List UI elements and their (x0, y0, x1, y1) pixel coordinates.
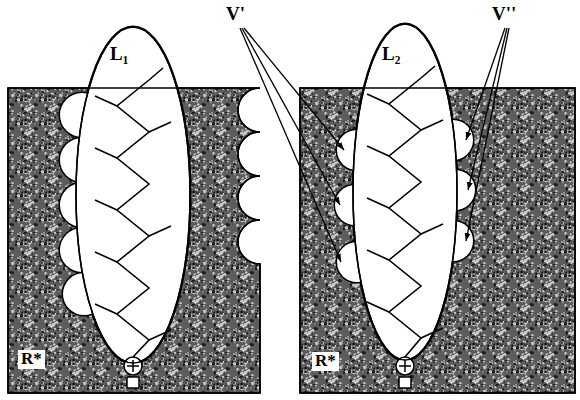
ligand-bond (367, 250, 389, 260)
node-outline (8, 88, 260, 393)
ligand-bond (117, 80, 149, 357)
node-outline (353, 24, 457, 360)
pocket-outline (76, 27, 190, 363)
node-outline (76, 27, 190, 363)
ligand-label: L₂ (382, 44, 400, 65)
ligand-bond (367, 146, 389, 156)
leader-arrow (242, 28, 340, 205)
ligand-bond (95, 96, 117, 106)
ligand-envelopes (76, 24, 457, 363)
ligand-bond (95, 252, 117, 262)
pocket-outline (353, 24, 457, 360)
ligand-skeletons (95, 66, 443, 357)
leader-arrow (466, 28, 509, 241)
leader-arrow (466, 28, 505, 140)
ligand-envelope (76, 27, 190, 363)
receptor-box: L₂R* (300, 88, 575, 393)
receptor-box: L₁R* (8, 88, 260, 393)
anionic-site (399, 377, 411, 388)
ligand-pocket: L₂ (353, 24, 457, 360)
positive-charge (124, 357, 142, 375)
leader-arrow (240, 28, 341, 262)
ligand-pocket: L₁ (76, 27, 190, 363)
pocket-space (76, 27, 190, 363)
anionic-site (127, 377, 139, 388)
ligand-bond (149, 330, 171, 340)
ligand-bond (149, 68, 163, 80)
receptor-outline (8, 88, 260, 393)
leader-arrow (468, 28, 507, 190)
ligand-bond (149, 226, 171, 236)
receptor-outline (300, 88, 575, 393)
ligand-bond (95, 148, 117, 158)
receptor-label: R* (312, 352, 339, 371)
volume-label: V' (226, 4, 245, 25)
pocket-space (353, 24, 457, 360)
node-outline (300, 88, 575, 393)
pocket-space (76, 27, 190, 363)
pocket-fill (60, 24, 475, 363)
volume-label: V'' (492, 4, 516, 25)
ligand-bond (389, 78, 421, 357)
ligand-bond (421, 66, 435, 78)
receptor-label: R* (18, 350, 45, 369)
ligand-bond (367, 94, 389, 104)
pocket-space (353, 24, 457, 360)
ligand-bond (367, 302, 389, 312)
plus-sign (399, 360, 411, 372)
ligand-bond (95, 200, 117, 210)
ligand-envelope (353, 24, 457, 360)
ligand-bond (421, 224, 443, 234)
ligand-bond (421, 120, 443, 130)
ligand-bond (95, 304, 117, 314)
ligand-label: L₁ (110, 44, 128, 65)
leader-lines (240, 28, 509, 262)
ligand-bond (149, 122, 171, 132)
pocket-outline (60, 24, 475, 363)
ligand-bond (367, 198, 389, 208)
charge-symbols (124, 357, 414, 388)
